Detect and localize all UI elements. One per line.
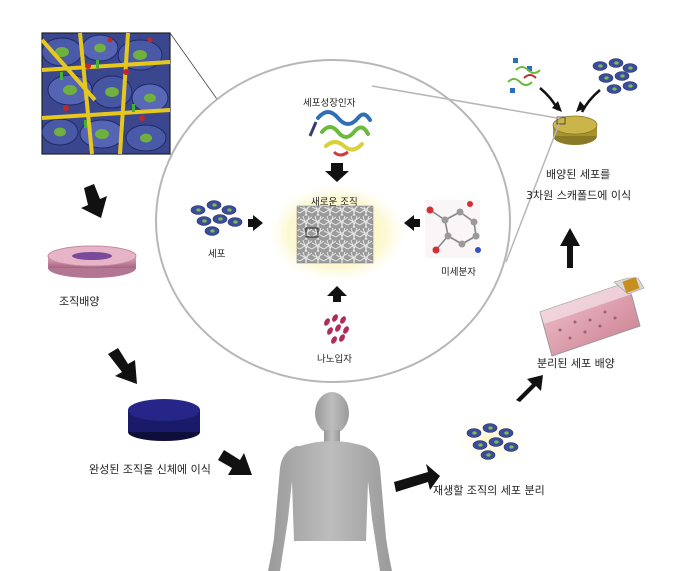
scaffold-input-arrows — [539, 87, 601, 113]
label-micro-molecules: 미세분자 — [441, 267, 476, 278]
growth-factor-protein — [308, 110, 372, 157]
inset-fibers — [40, 32, 171, 155]
micro-molecule-structure — [425, 200, 481, 258]
zoom-inset — [40, 32, 171, 155]
arrow-cells-to-flask — [516, 375, 543, 402]
label-scaffold-line2: 3차원 스캐폴드에 이식 — [526, 189, 632, 202]
label-growth-factor: 세포성장인자 — [303, 98, 356, 109]
scaffold-input-cells — [592, 58, 638, 94]
arrow-dish-to-disc — [108, 348, 137, 384]
label-cells: 세포 — [208, 249, 226, 260]
human-body-silhouette — [268, 392, 392, 571]
arrow-right-from-cells — [248, 215, 263, 231]
inner-arrows — [248, 163, 420, 302]
arrow-flask-to-scaffold — [560, 228, 580, 268]
separated-cells-cluster — [455, 413, 527, 469]
tissue-culture-dish — [47, 245, 137, 278]
arrow-body-to-cells — [394, 464, 440, 492]
scaffold-disc — [552, 115, 598, 145]
nanoparticles-cluster — [324, 314, 349, 344]
inset-molecules — [63, 37, 153, 121]
inset-green-markers — [60, 60, 135, 128]
label-tissue-culture: 조직배양 — [59, 295, 100, 308]
culture-flask — [539, 276, 645, 357]
arrowhead-right-to-scaffold — [576, 101, 586, 112]
arrowhead-left-to-scaffold — [552, 101, 562, 112]
completed-tissue-disc — [128, 399, 200, 441]
label-transplant-tissue: 완성된 조직을 신체에 이식 — [89, 463, 211, 476]
inset-cells — [41, 34, 169, 152]
arrow-up-from-nano — [327, 286, 347, 302]
new-tissue-zoom-marker — [305, 227, 319, 238]
label-separate-cells: 재생할 조직의 세포 분리 — [433, 484, 545, 497]
label-culture-separated: 분리된 세포 배양 — [537, 357, 615, 370]
label-scaffold-line1: 배양된 세포를 — [546, 168, 611, 181]
scaffold-input-molecules — [507, 58, 541, 93]
arrow-left-from-molecules — [404, 215, 420, 231]
label-new-tissue: 새로운 조직 — [311, 197, 358, 208]
arrow-down-from-growth — [325, 163, 349, 182]
new-tissue-scaffold — [296, 205, 374, 264]
scaffold-zoom-lines — [371, 85, 560, 263]
arrow-inset-to-dish — [81, 184, 107, 218]
arrow-disc-to-body — [218, 450, 252, 475]
label-nanoparticles: 나노입자 — [317, 354, 352, 365]
